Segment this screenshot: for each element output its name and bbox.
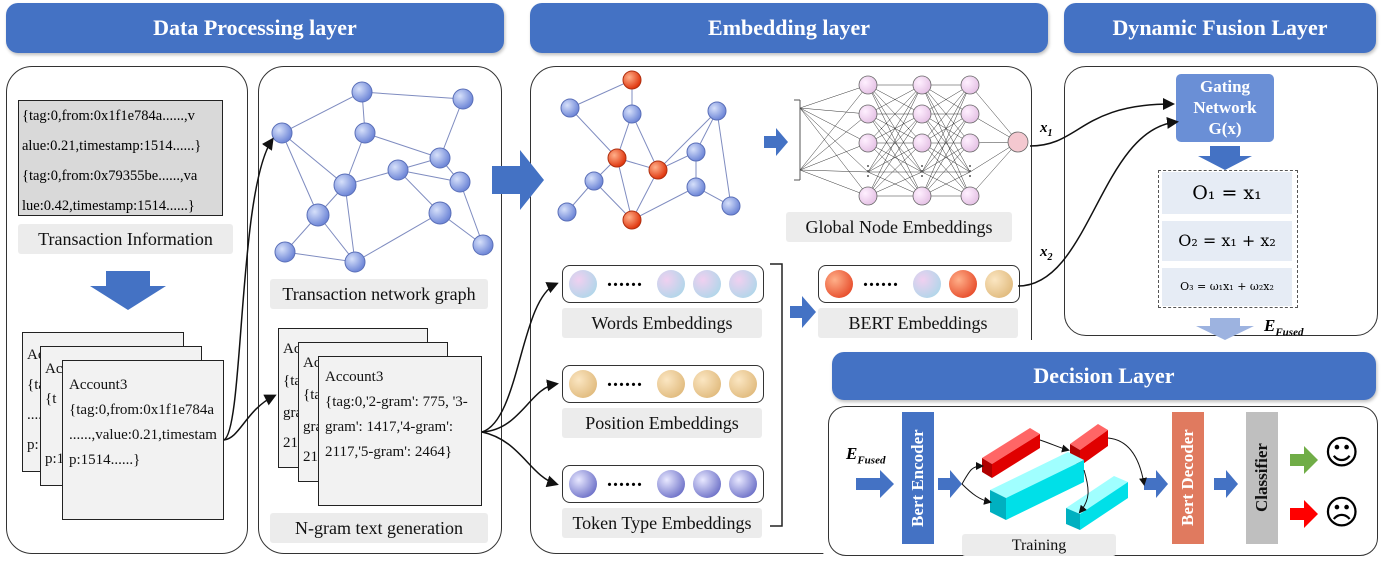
ngram-doc-line: 2117,'5-gram': 2464} (325, 444, 453, 460)
words-embeddings-caption: Words Embeddings (562, 308, 762, 338)
embedding-token (569, 370, 597, 398)
gating-line: G(x) (1208, 119, 1242, 138)
account-doc-line: {tag:0,from:0x1f1e784a (69, 402, 215, 418)
gating-line: Network (1193, 98, 1257, 117)
account-doc-line: p:1514......} (69, 452, 141, 468)
ellipsis: ...... (607, 469, 643, 491)
ellipsis: ...... (863, 269, 899, 291)
embedding-token (729, 470, 757, 498)
account-doc-back-2-text: p: (27, 437, 39, 453)
ngram-doc-back-2-text: {ta (283, 373, 302, 389)
embedding-token (657, 470, 685, 498)
ngram-doc-back-1-text: 21 (303, 449, 318, 465)
fusion-option-3: O₃ = ω₁x₁ + ω₂x₂ (1162, 268, 1292, 306)
account-doc-back-1-text: Ac (45, 361, 63, 377)
bert-embedding-row: ...... (818, 265, 1020, 303)
token-type-embeddings-caption: Token Type Embeddings (562, 508, 762, 538)
ellipsis: ...... (607, 269, 643, 291)
x1-sub: 1 (1047, 128, 1053, 139)
account-doc-line: ......,value:0.21,timestam (69, 427, 217, 443)
token-type-embedding-row: ...... (562, 465, 764, 503)
decision-banner: Decision Layer (832, 352, 1376, 400)
embedding-token (693, 270, 721, 298)
x2-label: x2 (1040, 244, 1053, 263)
account-doc-back-1-text: {t (45, 391, 57, 407)
embedding-token (569, 270, 597, 298)
x2-var: x (1040, 244, 1048, 260)
account-doc-back-2-text: .... (27, 407, 42, 423)
position-embedding-row: ...... (562, 365, 764, 403)
ngram-doc-back-1-text: {ta (303, 387, 322, 403)
ngram-caption: N-gram text generation (270, 513, 488, 543)
decision-input-label: EFused (846, 444, 885, 466)
embedding-token (693, 370, 721, 398)
bert-decoder-block: Bert Decoder (1172, 412, 1204, 544)
embedding-token (693, 470, 721, 498)
embedding-token (949, 270, 977, 298)
account-doc-front: Account3 {tag:0,from:0x1f1e784a ......,v… (62, 360, 224, 520)
embedding-token (729, 270, 757, 298)
global-node-caption: Global Node Embeddings (786, 212, 1012, 242)
happy-face-icon: ☺ (1324, 433, 1360, 473)
ngram-doc-title: Account3 (325, 369, 384, 385)
transaction-info-box: {tag:0,from:0x1f1e784a......,v alue:0.21… (18, 100, 223, 216)
ngram-doc-back-1-text: Ac (303, 355, 321, 371)
tx-line-3: {tag:0,from:0x79355be......,va (22, 168, 198, 184)
words-embedding-row: ...... (562, 265, 764, 303)
fusion-option-2: O₂ = x₁ + x₂ (1162, 221, 1292, 261)
embedding-token (657, 370, 685, 398)
tx-line-4: lue:0.42,timestamp:1514......} (22, 198, 195, 214)
account-doc-back-1-text: p:1 (45, 451, 65, 467)
data-processing-banner: Data Processing layer (6, 3, 504, 53)
graph-caption: Transaction network graph (270, 279, 488, 309)
ngram-doc-back-2-text: Ac (283, 341, 301, 357)
fused-output-label: EFused (1264, 316, 1303, 338)
sad-face-icon: ☹ (1324, 493, 1360, 533)
embedding-token (913, 270, 941, 298)
bert-embeddings-caption: BERT Embeddings (818, 308, 1018, 338)
fused-sub: Fused (1275, 326, 1304, 339)
x2-sub: 2 (1047, 252, 1053, 263)
ellipsis: ...... (607, 369, 643, 391)
transaction-info-caption: Transaction Information (18, 224, 233, 254)
ngram-doc-front: Account3 {tag:0,'2-gram': 775, '3- gram'… (318, 356, 482, 506)
x1-var: x (1040, 120, 1048, 136)
ngram-doc-back-2-text: 21 (283, 435, 298, 451)
tx-line-2: alue:0.21,timestamp:1514......} (22, 138, 202, 154)
position-embeddings-caption: Position Embeddings (562, 408, 762, 438)
decision-input-e: E (846, 444, 858, 463)
ngram-doc-back-1-text: gra (303, 419, 323, 435)
gating-network-box: Gating Network G(x) (1176, 74, 1274, 142)
account-doc-title: Account3 (69, 377, 128, 393)
tx-line-1: {tag:0,from:0x1f1e784a......,v (22, 108, 195, 124)
embedding-token (985, 270, 1013, 298)
x1-label: x1 (1040, 120, 1053, 139)
embedding-banner: Embedding layer (530, 3, 1048, 53)
ngram-doc-line: {tag:0,'2-gram': 775, '3- (325, 394, 468, 410)
fused-e: E (1264, 316, 1276, 335)
ngram-doc-back-2-text: gra (283, 405, 303, 421)
embedding-token (657, 270, 685, 298)
fusion-option-1: O₁ = x₁ (1162, 172, 1292, 214)
embedding-token (729, 370, 757, 398)
embedding-token (825, 270, 853, 298)
embedding-token (569, 470, 597, 498)
gating-line: Gating (1199, 77, 1251, 96)
bert-encoder-block: Bert Encoder (902, 412, 934, 544)
decision-input-sub: Fused (857, 454, 886, 467)
dynamic-fusion-banner: Dynamic Fusion Layer (1064, 3, 1376, 53)
training-caption: Training (962, 534, 1116, 556)
classifier-block: Classifier (1246, 412, 1278, 544)
ngram-doc-line: gram': 1417,'4-gram': (325, 419, 454, 435)
